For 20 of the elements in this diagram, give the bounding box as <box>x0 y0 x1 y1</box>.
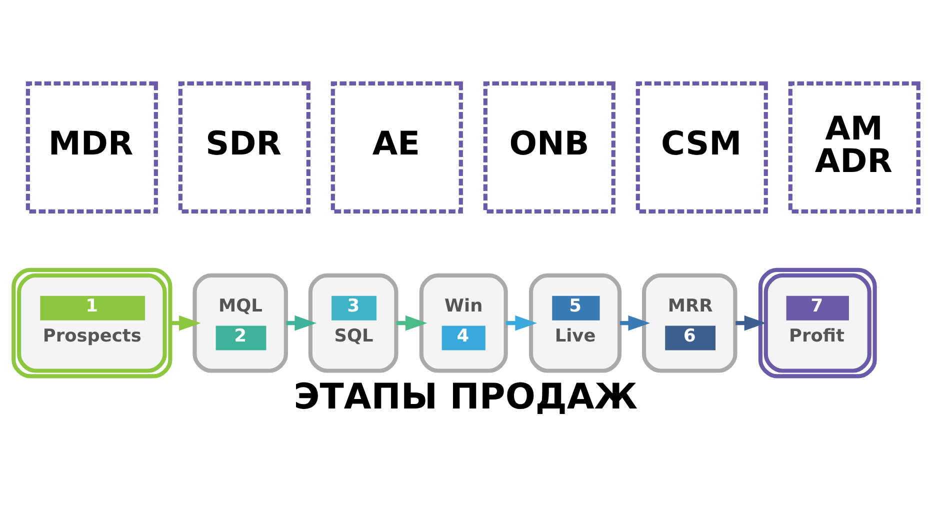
node-box: 7 Profit <box>758 267 877 378</box>
arrow <box>286 314 317 330</box>
node-box: ONB <box>483 80 616 213</box>
arrow <box>396 314 428 330</box>
arrow <box>620 314 650 330</box>
node-box: AE <box>330 80 463 213</box>
node-box: SDR <box>178 80 310 213</box>
node-box: Win 4 <box>419 272 508 372</box>
node-box: 1 Prospects <box>12 267 172 378</box>
node-box: CSM <box>636 80 768 213</box>
node-box: AM ADR <box>788 80 920 213</box>
arrow <box>736 314 766 330</box>
node-box: MDR <box>26 80 158 213</box>
node-box: MRR 6 <box>642 272 738 372</box>
node-box: MQL 2 <box>192 272 288 372</box>
node-box: 5 Live <box>528 272 622 372</box>
node-box: 3 SQL <box>308 272 398 372</box>
arrow <box>506 314 538 330</box>
arrow <box>170 314 201 330</box>
caption: ЭТАПЫ ПРОДАЖ <box>294 376 638 418</box>
